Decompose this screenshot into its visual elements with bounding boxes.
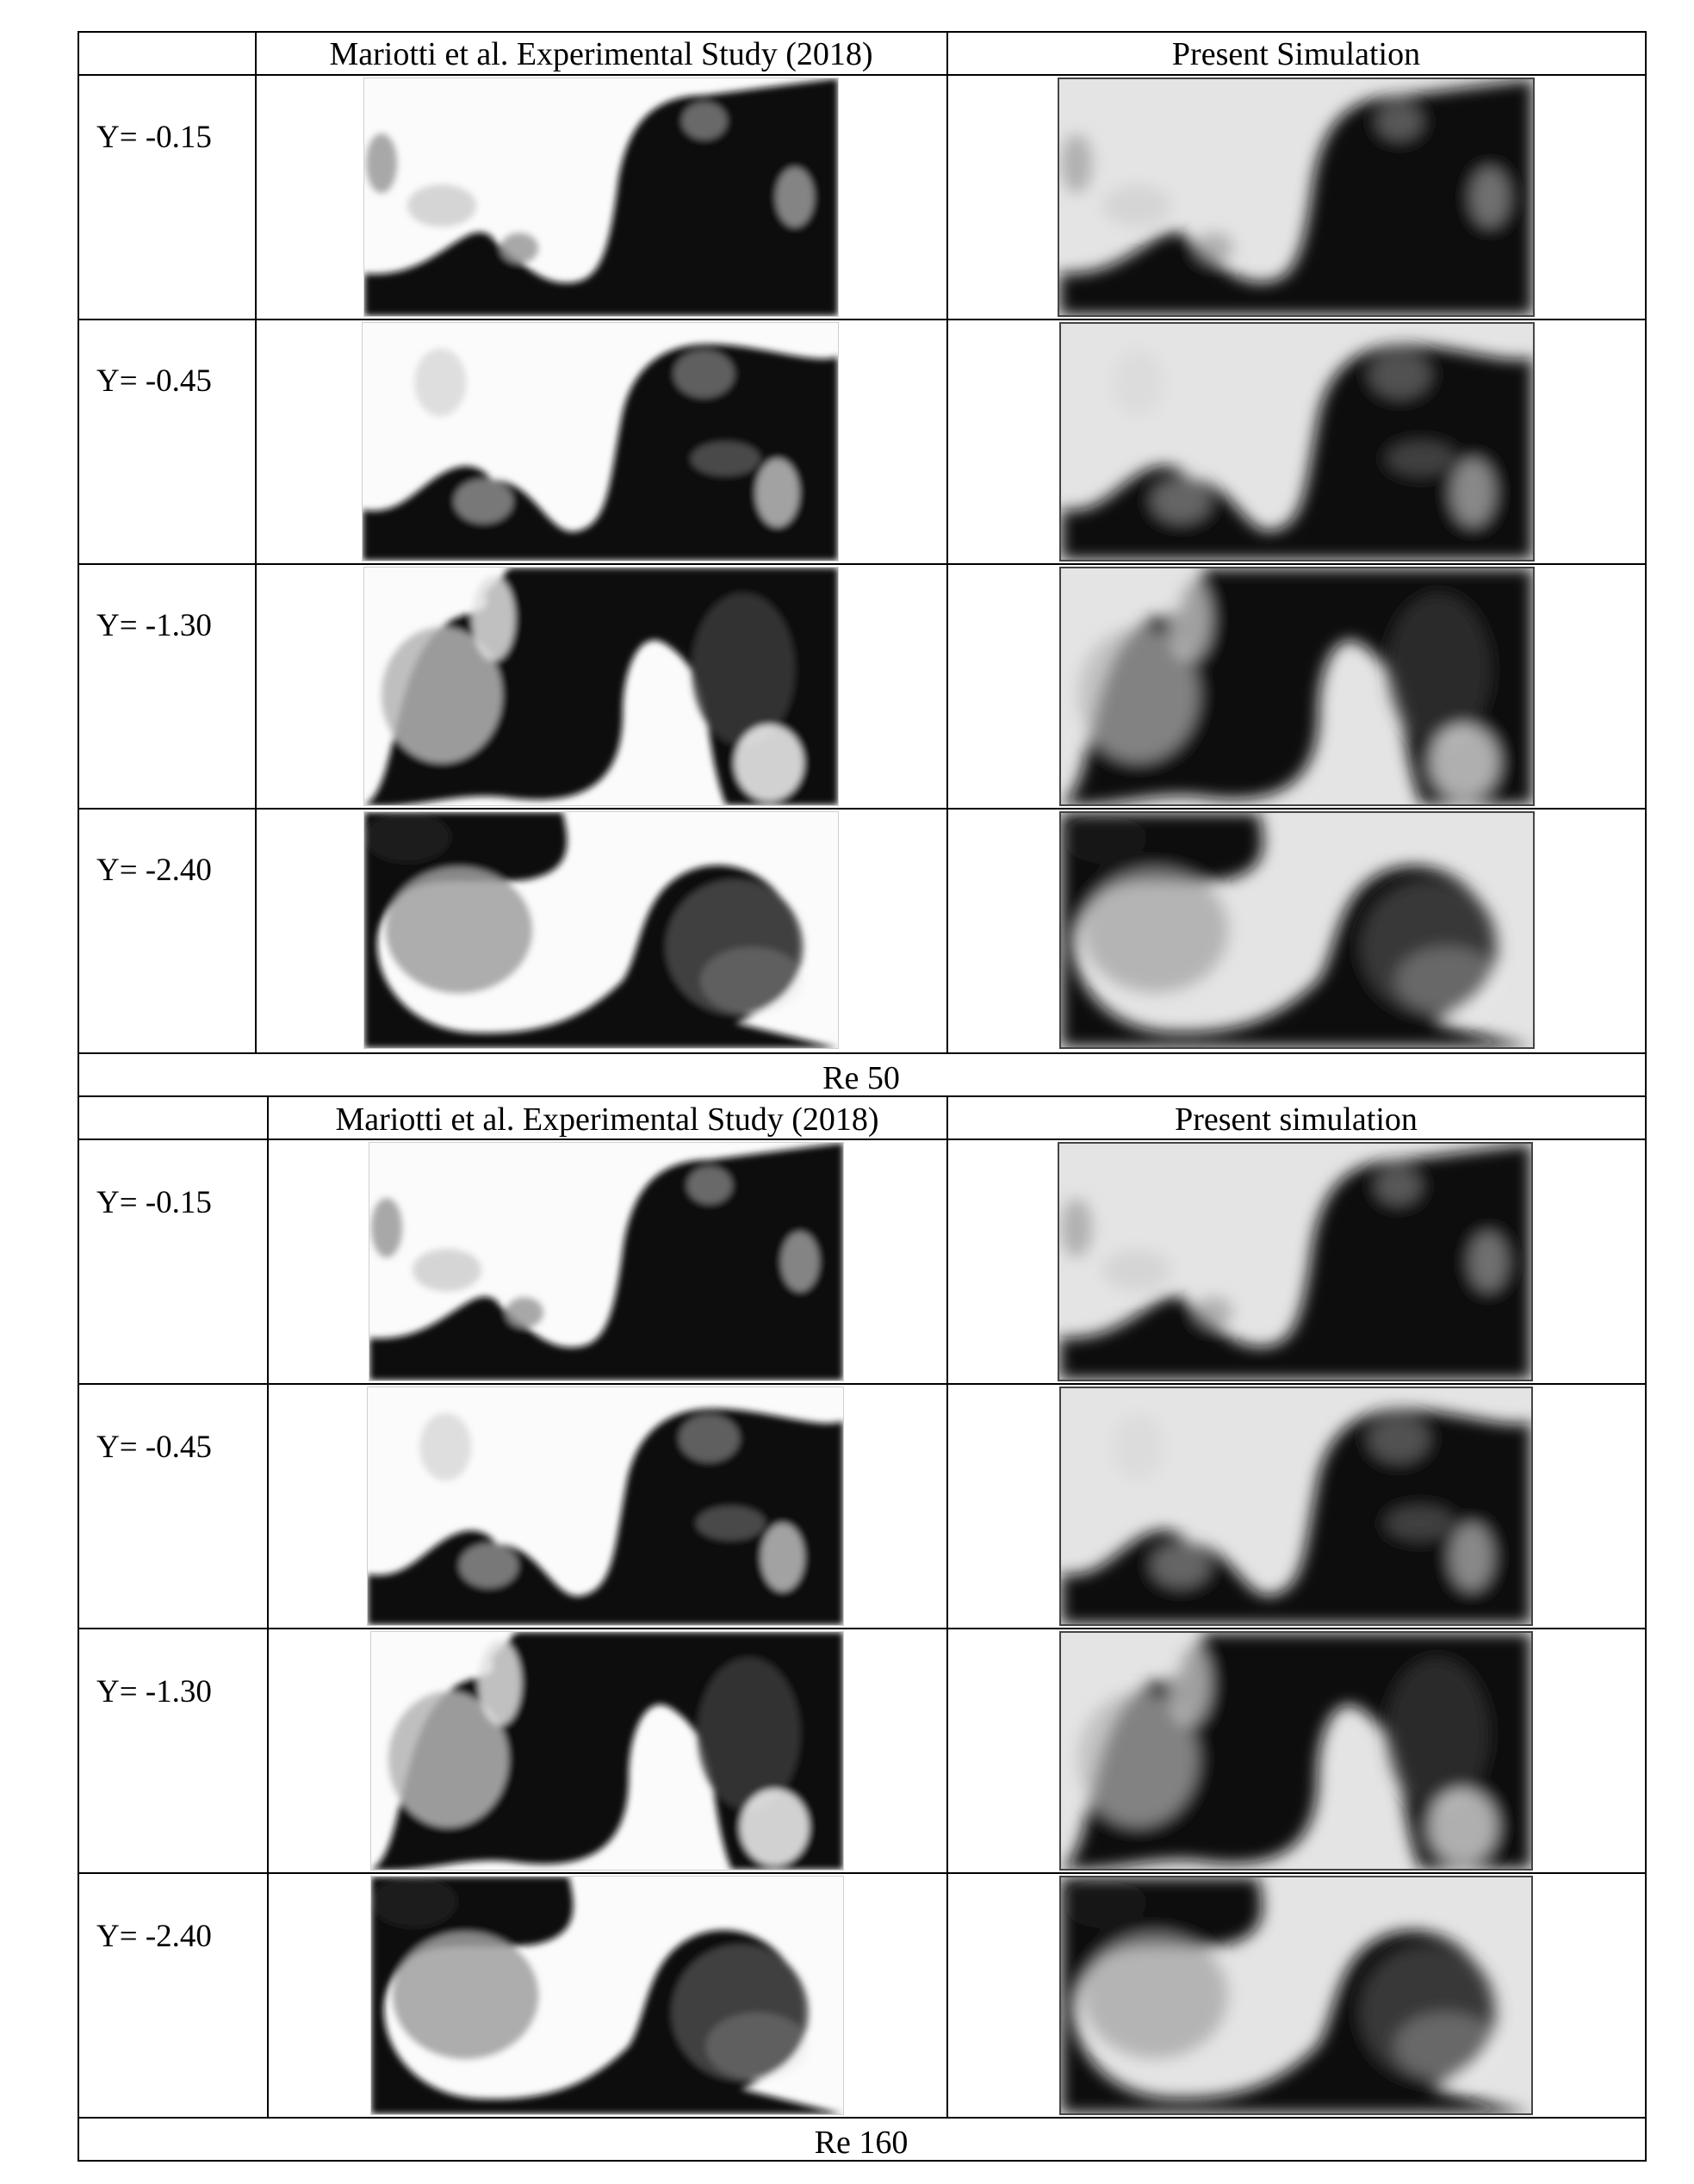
table-border: [946, 1095, 948, 2119]
table-border: [78, 808, 1647, 810]
table-border: [78, 2160, 1647, 2162]
experiment-image-re50-2: [362, 322, 839, 562]
simulation-image-re50-3: [1059, 567, 1535, 806]
table-border: [78, 563, 1647, 565]
row-label-re160-1: Y= -0.15: [96, 1185, 212, 1220]
table-border: [78, 1052, 1647, 1054]
simulation-image-re160-2: [1059, 1387, 1533, 1626]
simulation-image-re160-3: [1059, 1631, 1533, 1871]
row-label-re50-1: Y= -0.15: [96, 120, 212, 155]
caption-re160: Re 160: [814, 2125, 909, 2161]
experiment-image-re160-3: [370, 1631, 844, 1871]
caption-re50: Re 50: [822, 1060, 900, 1096]
experiment-image-re160-1: [369, 1142, 844, 1381]
experiment-image-re160-4: [370, 1876, 844, 2115]
table-border: [78, 319, 1647, 320]
row-label-re50-3: Y= -1.30: [96, 608, 212, 643]
experiment-image-re50-4: [363, 811, 839, 1049]
table-border: [78, 1628, 1647, 1629]
experiment-image-re160-2: [367, 1387, 844, 1626]
row-label-re50-2: Y= -0.45: [96, 363, 212, 399]
table-border: [1645, 31, 1647, 2162]
simulation-image-re50-2: [1059, 322, 1535, 562]
header-simulation-re160: Present simulation: [1175, 1101, 1418, 1138]
header-simulation-re50: Present Simulation: [1171, 36, 1421, 72]
simulation-image-re160-4: [1059, 1876, 1533, 2115]
table-border: [78, 2117, 1647, 2119]
table-border: [78, 31, 79, 2162]
simulation-image-re160-1: [1058, 1142, 1533, 1381]
header-experiment-re160: Mariotti et al. Experimental Study (2018…: [335, 1101, 879, 1138]
table-border: [78, 1383, 1647, 1385]
row-label-re160-4: Y= -2.40: [96, 1919, 212, 1954]
simulation-image-re50-1: [1058, 78, 1535, 317]
row-label-re160-2: Y= -0.45: [96, 1430, 212, 1465]
table-border: [78, 1095, 1647, 1097]
experiment-image-re50-3: [363, 567, 839, 806]
table-border: [255, 31, 257, 1054]
table-border: [78, 31, 1647, 33]
header-experiment-re50: Mariotti et al. Experimental Study (2018…: [329, 36, 873, 72]
table-border: [78, 1139, 1647, 1140]
row-label-re50-4: Y= -2.40: [96, 853, 212, 888]
table-border: [267, 1095, 269, 2119]
row-label-re160-3: Y= -1.30: [96, 1674, 212, 1709]
table-border: [78, 74, 1647, 76]
table-border: [78, 1872, 1647, 1874]
experiment-image-re50-1: [363, 78, 839, 317]
table-border: [946, 31, 948, 1054]
simulation-image-re50-4: [1059, 811, 1535, 1049]
